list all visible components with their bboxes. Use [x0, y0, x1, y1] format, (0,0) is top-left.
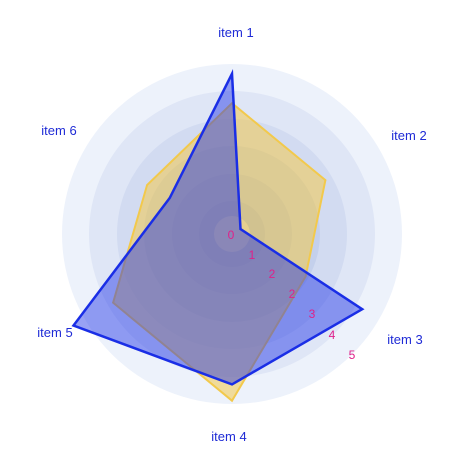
tick-label-2b: 2	[289, 287, 296, 301]
tick-label-5: 5	[349, 348, 356, 362]
category-label-6: item 6	[41, 123, 76, 138]
series-2-point-1	[231, 73, 233, 75]
radial-tick-labels: 0 1 2 2 3 4 5	[228, 228, 356, 362]
tick-label-1: 1	[249, 248, 256, 262]
tick-label-0: 0	[228, 228, 235, 242]
series-2-point-5	[72, 324, 75, 327]
series-1-point-5	[112, 301, 114, 304]
series-2-point-6	[168, 197, 171, 199]
category-label-2: item 2	[391, 128, 426, 143]
tick-label-4: 4	[329, 328, 336, 342]
series-2-point-2	[239, 228, 242, 230]
category-label-5: item 5	[37, 325, 72, 340]
series-1-point-3	[304, 275, 307, 278]
category-label-1: item 1	[218, 25, 253, 40]
series-2-point-4	[231, 383, 233, 386]
series-2-point-3	[361, 308, 364, 311]
tick-label-2a: 2	[269, 267, 276, 281]
tick-label-3: 3	[309, 307, 316, 321]
category-label-4: item 4	[211, 429, 246, 444]
category-label-3: item 3	[387, 332, 422, 347]
series-1-point-6	[146, 184, 148, 186]
category-labels: item 1 item 2 item 3 item 4 item 5 item …	[37, 25, 426, 444]
radar-series	[71, 69, 365, 403]
series-1-point-4	[231, 399, 233, 402]
series-1-point-2	[324, 179, 327, 181]
